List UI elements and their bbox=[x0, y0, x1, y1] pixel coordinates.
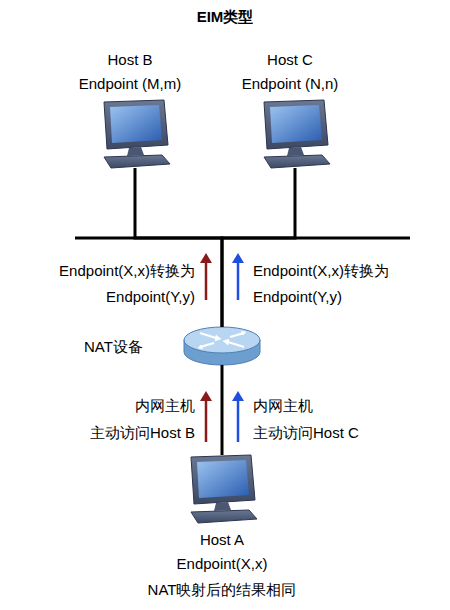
translation-note: Endpoint(X,x)转换为 Endpoint(Y,y) bbox=[253, 258, 418, 310]
flow-arrow bbox=[200, 253, 244, 442]
nat-device: NAT设备 bbox=[80, 327, 262, 365]
access-note: 内网主机 主动访问Host C bbox=[253, 392, 388, 446]
host-node: Host AEndpoint(X,x) bbox=[137, 455, 307, 575]
diagram-title: EIM类型 bbox=[0, 6, 450, 28]
network-wire bbox=[221, 365, 224, 455]
node-heading: Host A bbox=[137, 528, 307, 552]
computer-icon bbox=[191, 455, 257, 523]
node-body: Endpoint (M,m) bbox=[55, 72, 205, 96]
translation-note: Endpoint(X,x)转换为 Endpoint(Y,y) bbox=[40, 258, 195, 310]
host-node: Host CEndpoint (N,n) bbox=[215, 48, 365, 168]
node-heading: Host B bbox=[55, 48, 205, 72]
computer-icon bbox=[104, 100, 170, 168]
mapping-note: NAT映射后的结果相同 bbox=[80, 578, 364, 602]
node-body: Endpoint (N,n) bbox=[215, 72, 365, 96]
computer-icon bbox=[264, 100, 330, 168]
access-note: 内网主机 主动访问Host B bbox=[65, 392, 195, 446]
router-icon bbox=[184, 327, 260, 365]
node-heading: Host C bbox=[215, 48, 365, 72]
node-body: Endpoint(X,x) bbox=[137, 552, 307, 576]
host-node: Host BEndpoint (M,m) bbox=[55, 48, 205, 168]
bus-line bbox=[75, 237, 410, 240]
node-heading: NAT设备 bbox=[84, 335, 174, 359]
